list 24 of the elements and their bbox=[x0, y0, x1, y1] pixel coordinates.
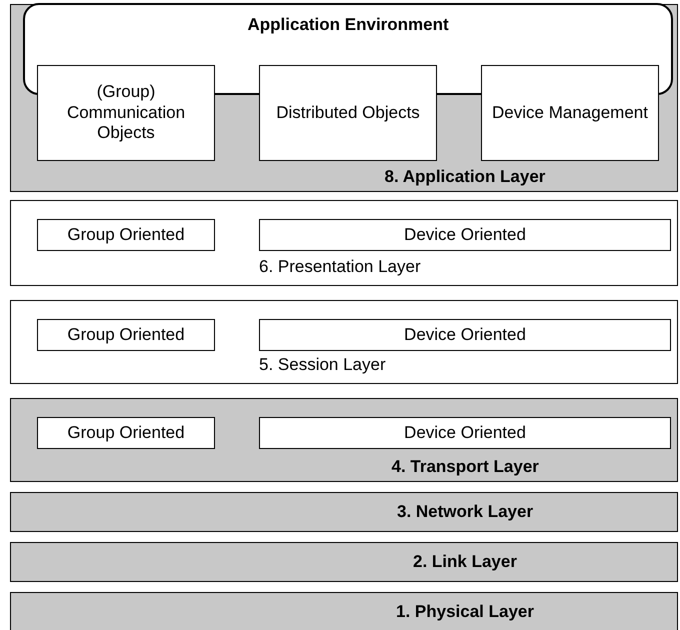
sublayer-box: (Group) Communication Objects bbox=[37, 65, 215, 161]
layer-title: 6. Presentation Layer bbox=[259, 257, 421, 277]
layer-title: 4. Transport Layer bbox=[392, 457, 539, 477]
sublayer-box: Device Oriented bbox=[259, 417, 671, 449]
layer-title: 5. Session Layer bbox=[259, 355, 386, 375]
layer-title: 2. Link Layer bbox=[413, 552, 517, 572]
sublayer-box: Group Oriented bbox=[37, 319, 215, 351]
sublayer-box: Distributed Objects bbox=[259, 65, 437, 161]
layer-band bbox=[10, 398, 678, 482]
sublayer-box: Group Oriented bbox=[37, 219, 215, 251]
environment-title: Application Environment bbox=[248, 15, 449, 35]
layer-title: 3. Network Layer bbox=[397, 502, 534, 522]
layer-band bbox=[10, 542, 678, 582]
sublayer-box: Group Oriented bbox=[37, 417, 215, 449]
layer-title: 8. Application Layer bbox=[384, 167, 546, 187]
layer-band bbox=[10, 200, 678, 286]
layer-band bbox=[10, 492, 678, 532]
sublayer-box: Device Management bbox=[481, 65, 659, 161]
sublayer-box: Device Oriented bbox=[259, 319, 671, 351]
layer-band bbox=[10, 4, 678, 192]
layer-band bbox=[10, 300, 678, 384]
sublayer-box: Device Oriented bbox=[259, 219, 671, 251]
layer-band bbox=[10, 592, 678, 630]
layer-title: 1. Physical Layer bbox=[396, 602, 534, 622]
